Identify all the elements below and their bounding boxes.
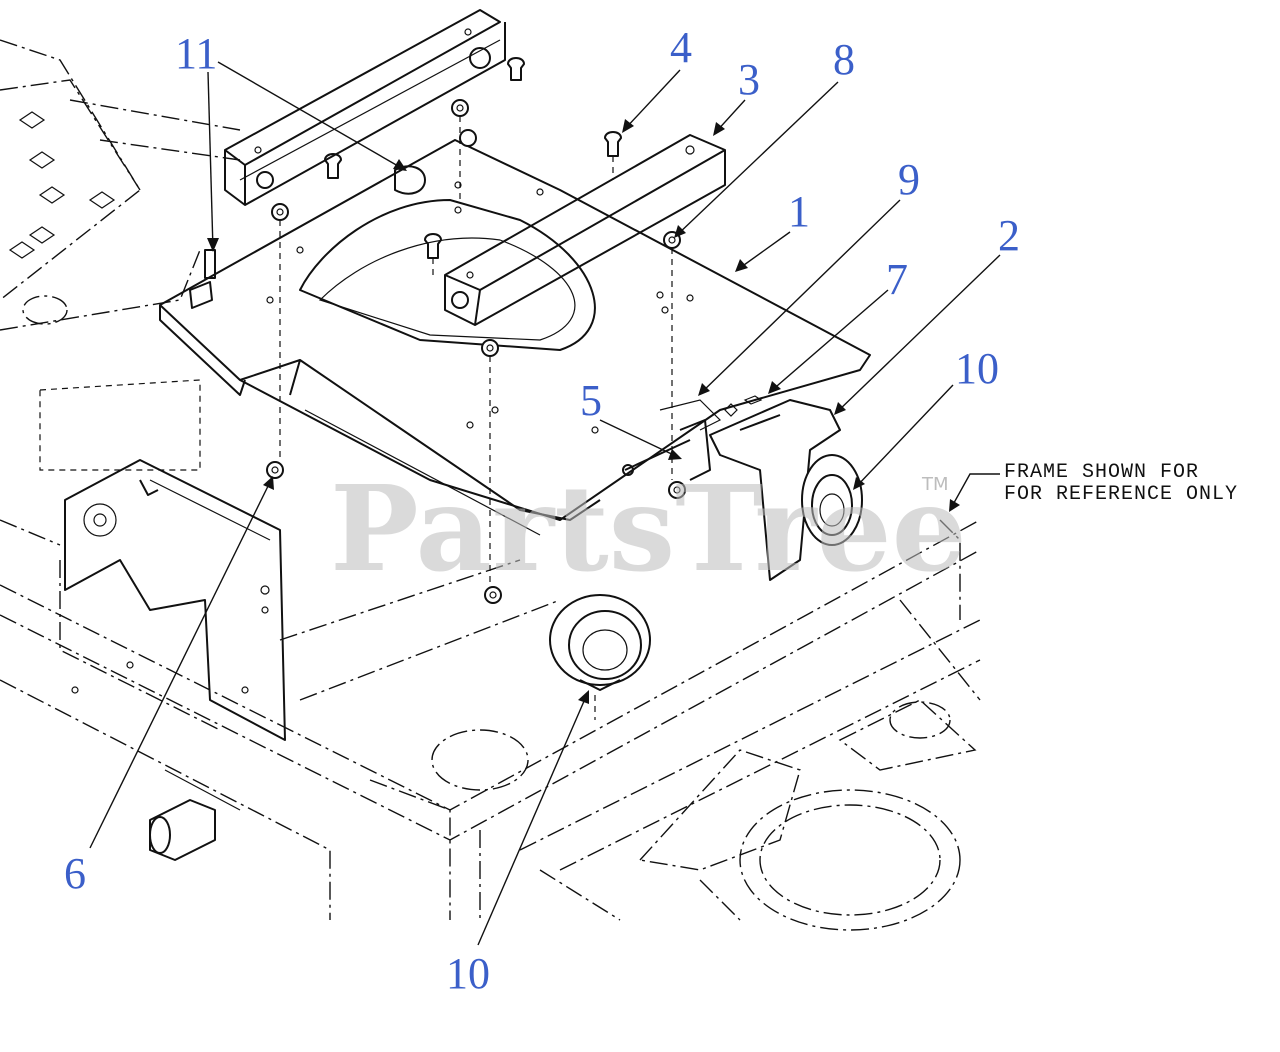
seat-rail-channel [444,134,726,326]
watermark-text: PartsTree [330,459,967,598]
callout-5: 5 [580,376,602,425]
callout-11: 11 [175,29,217,78]
bumper-lower [549,594,651,691]
seat-bracket-rail [224,9,506,206]
callout-10-lower: 10 [446,949,490,998]
bumper-upper [801,454,863,546]
callout-6: 6 [64,849,86,898]
seat-pan-outline [0,39,241,471]
callout-9: 9 [898,155,920,204]
leader-lines [89,61,1001,946]
reference-note-line1: FRAME SHOWN FOR [1004,461,1199,484]
callout-2: 2 [998,211,1020,260]
callout-4: 4 [670,23,692,72]
axle-pin [149,769,241,861]
reference-note-line2: FOR REFERENCE ONLY [1004,483,1238,506]
callout-1: 1 [788,187,810,236]
side-frame-panel [64,459,286,741]
callout-3: 3 [738,55,760,104]
watermark-trademark: TM [921,474,949,495]
reference-frame [0,519,981,931]
hardware [189,57,686,720]
callout-7: 7 [886,255,908,304]
callout-10-upper: 10 [955,344,999,393]
callout-8: 8 [833,35,855,84]
